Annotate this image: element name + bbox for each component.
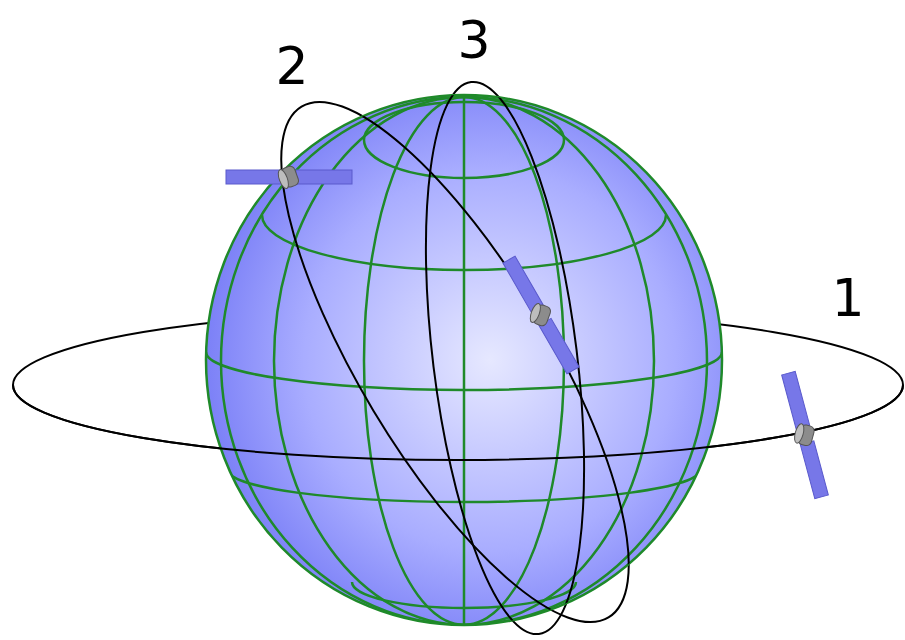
orbit-number: 3	[457, 14, 490, 66]
orbit-number: 1	[831, 272, 864, 324]
orbit-number: 2	[275, 40, 308, 92]
